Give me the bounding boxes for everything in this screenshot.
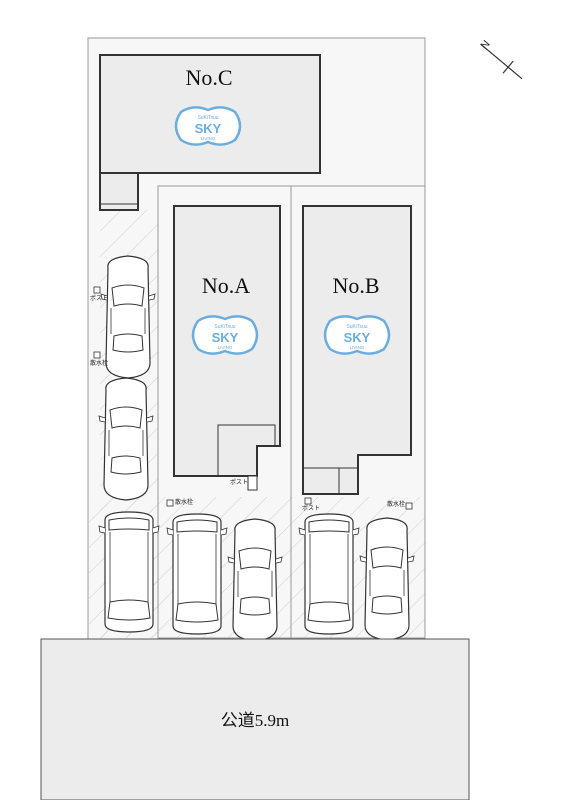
- post-marker-b: [304, 497, 312, 505]
- car-c-2: [98, 377, 154, 501]
- logo-top-text: SuKiTsuu: [197, 115, 218, 121]
- logo-main-text: SKY: [212, 330, 239, 345]
- lot-b-boundary: [290, 185, 426, 639]
- logo-bottom-text: LIVING: [218, 345, 233, 350]
- car-a-1: [166, 513, 228, 635]
- post-label-c: ポスト: [90, 296, 109, 302]
- lot-b-title: No.B: [332, 273, 380, 298]
- lot-c-title: No.C: [185, 65, 233, 90]
- post-label-b: ポスト: [302, 506, 321, 512]
- car-b-1: [298, 513, 360, 635]
- water-marker-a: [166, 499, 174, 507]
- logo-top-text: SuKiTsuu: [214, 324, 235, 330]
- logo-lot-c: SuKiTsuu SKY LIVING: [171, 102, 245, 155]
- car-c-3: [98, 511, 160, 633]
- logo-main-text: SKY: [344, 330, 371, 345]
- lot-a-title: No.A: [201, 273, 251, 298]
- car-b-2: [359, 517, 415, 641]
- logo-top-text: SuKiTsuu: [346, 324, 367, 330]
- logo-lot-a: SuKiTsuu SKY LIVING: [188, 311, 262, 364]
- logo-lot-b: SuKiTsuu SKY LIVING: [320, 311, 394, 364]
- logo-bottom-text: LIVING: [350, 345, 365, 350]
- water-marker-b: [405, 502, 413, 510]
- logo-main-text: SKY: [195, 121, 222, 136]
- water-marker-c: [93, 351, 101, 359]
- logo-bottom-text: LIVING: [201, 136, 216, 141]
- water-label-c: 散水栓: [90, 361, 109, 367]
- road-label: 公道5.9m: [220, 711, 290, 730]
- car-c-1: [100, 255, 156, 379]
- north-arrow-icon: [481, 44, 523, 80]
- post-label-a: ポスト: [230, 480, 249, 486]
- post-box-a: [247, 475, 258, 491]
- car-a-2: [227, 518, 283, 642]
- water-label-a: 散水栓: [175, 500, 194, 506]
- public-road: [40, 638, 470, 801]
- water-label-b: 散水栓: [387, 502, 406, 508]
- post-marker-c: [93, 286, 101, 294]
